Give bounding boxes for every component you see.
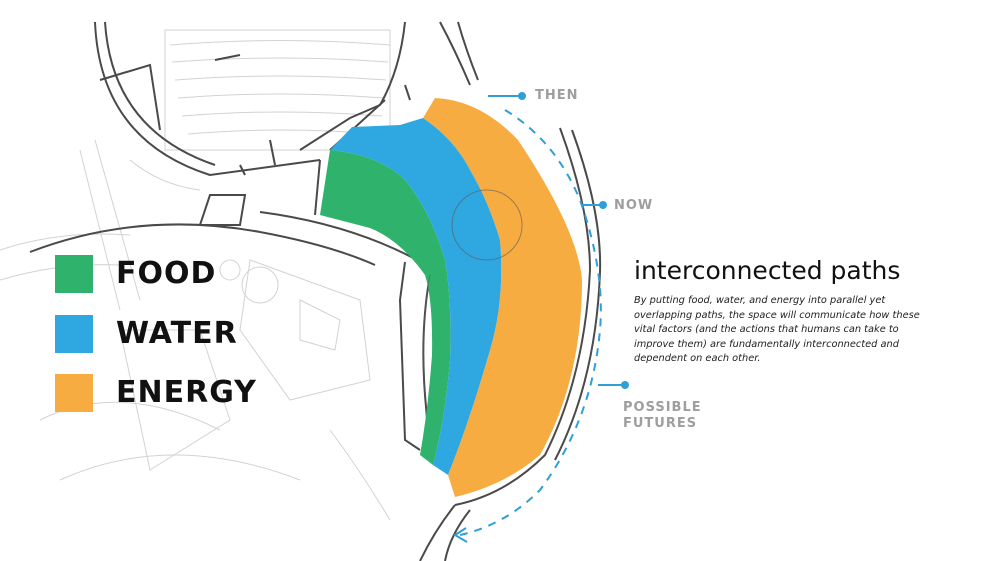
water-path — [330, 118, 502, 475]
food-path — [320, 150, 451, 465]
paths-group — [320, 98, 582, 497]
timeline-now-dot — [599, 201, 607, 209]
path-overlay-lines — [422, 189, 523, 396]
legend-label-water: WATER — [116, 316, 238, 351]
legend-label-food: FOOD — [116, 256, 217, 291]
timeline-label-then: THEN — [535, 88, 579, 103]
timeline-label-now: NOW — [614, 198, 654, 213]
timeline-arc — [459, 95, 622, 536]
legend-swatch-food — [55, 255, 93, 293]
timeline-label-possible: POSSIBLE — [623, 400, 702, 415]
timeline-then-dot — [518, 92, 526, 100]
legend-swatch-water — [55, 315, 93, 353]
description-body: By putting food, water, and energy into … — [634, 295, 920, 364]
legend-label-energy: ENERGY — [116, 375, 257, 410]
timeline-label-futures: FUTURES — [623, 416, 698, 431]
timeline-arrowhead-icon — [453, 527, 468, 543]
timeline-futures-dot — [621, 381, 629, 389]
description-heading: interconnected paths — [634, 256, 901, 285]
legend-swatch-energy — [55, 374, 93, 412]
energy-path — [423, 98, 582, 497]
plan-linework — [0, 29, 391, 521]
